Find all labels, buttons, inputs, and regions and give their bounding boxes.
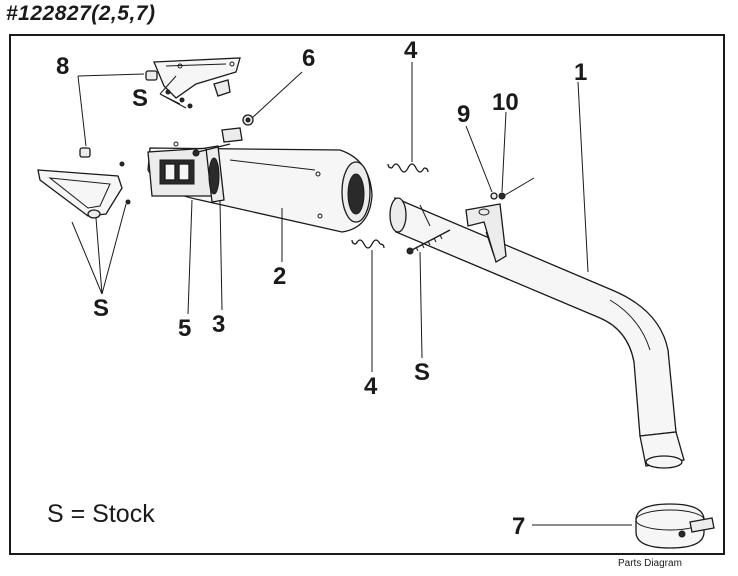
- callout-7: 7: [512, 513, 525, 540]
- callout-s-lower: S: [414, 359, 430, 386]
- leader-lines: [71, 62, 632, 526]
- exhaust-clamp-part-7: [635, 503, 715, 549]
- callout-6: 6: [302, 45, 315, 72]
- callout-1: 1: [574, 59, 587, 86]
- side-mount-bracket: [37, 169, 123, 219]
- stock-legend: S = Stock: [47, 500, 155, 528]
- stock-bolt: [192, 143, 231, 157]
- upper-mount-bracket: [153, 57, 241, 99]
- nut-part-10: [498, 192, 506, 200]
- head-pipe-part-1: [389, 177, 685, 469]
- callout-3: 3: [212, 311, 225, 338]
- grommet-lower-part-8: [79, 147, 91, 158]
- callout-4-lower: 4: [364, 373, 378, 400]
- part-number-title: #122827(2,5,7): [6, 2, 156, 25]
- callout-9: 9: [457, 101, 470, 128]
- callout-8: 8: [56, 53, 69, 80]
- grommet-upper-part-8: [145, 70, 158, 81]
- callout-10: 10: [492, 89, 519, 116]
- figure-caption: Parts Diagram: [618, 558, 682, 569]
- stock-pipe-bolt: [406, 229, 451, 255]
- diagram-frame: [9, 34, 725, 555]
- band-clamp-part-3: [205, 145, 225, 203]
- end-cap-part-5: [147, 147, 215, 197]
- callout-s-left: S: [93, 295, 109, 322]
- spring-upper-part-4: [387, 163, 429, 173]
- spring-lower-part-4: [351, 239, 385, 249]
- callout-2: 2: [273, 263, 286, 290]
- callout-s-upper: S: [132, 85, 148, 112]
- stock-screws: [119, 89, 193, 205]
- callout-4-upper: 4: [404, 37, 418, 64]
- washer-part-9: [490, 192, 498, 200]
- washer-part-6: [221, 114, 254, 143]
- callout-5: 5: [178, 315, 191, 342]
